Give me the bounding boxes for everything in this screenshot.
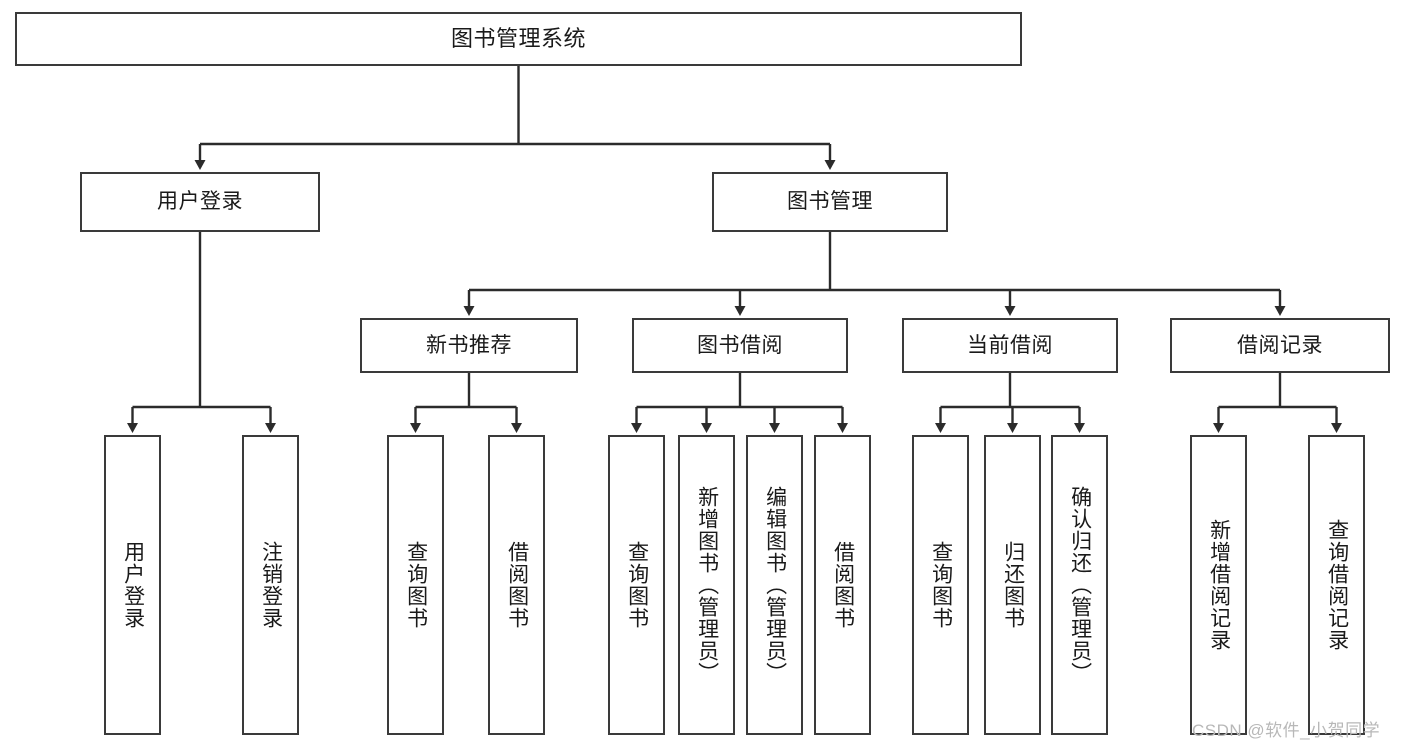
node-leaf2[interactable]: 注销登录 (242, 435, 299, 735)
node-label: 查询图书 (404, 541, 428, 629)
node-label: 编辑图书（管理员） (763, 486, 787, 684)
node-label: 借阅记录 (1237, 333, 1323, 357)
node-leaf1[interactable]: 用户登录 (104, 435, 161, 735)
node-label: 查询图书 (625, 541, 649, 629)
node-leaf7[interactable]: 编辑图书（管理员） (746, 435, 803, 735)
node-label: 查询图书 (929, 541, 953, 629)
node-label: 借阅图书 (831, 541, 855, 629)
node-label: 注销登录 (259, 541, 283, 629)
node-leaf10[interactable]: 归还图书 (984, 435, 1041, 735)
node-label: 确认归还（管理员） (1068, 486, 1092, 684)
node-leaf8[interactable]: 借阅图书 (814, 435, 871, 735)
node-label: 新增借阅记录 (1207, 519, 1231, 651)
node-label: 图书管理系统 (450, 25, 586, 51)
node-leaf12[interactable]: 新增借阅记录 (1190, 435, 1247, 735)
node-label: 新增图书（管理员） (695, 486, 719, 684)
node-label: 当前借阅 (967, 333, 1053, 357)
node-leaf13[interactable]: 查询借阅记录 (1308, 435, 1365, 735)
csdn-watermark: CSDN @软件_小贺同学 (1192, 721, 1381, 740)
node-current[interactable]: 当前借阅 (902, 318, 1118, 373)
node-leaf11[interactable]: 确认归还（管理员） (1051, 435, 1108, 735)
node-label: 新书推荐 (426, 333, 512, 357)
node-leaf5[interactable]: 查询图书 (608, 435, 665, 735)
node-label: 归还图书 (1001, 541, 1025, 629)
node-label: 用户登录 (157, 190, 243, 214)
node-login[interactable]: 用户登录 (80, 172, 320, 232)
node-leaf4[interactable]: 借阅图书 (488, 435, 545, 735)
node-records[interactable]: 借阅记录 (1170, 318, 1390, 373)
node-label: 查询借阅记录 (1325, 519, 1349, 651)
node-label: 图书管理 (787, 190, 873, 214)
node-root[interactable]: 图书管理系统 (15, 12, 1022, 66)
node-newbook[interactable]: 新书推荐 (360, 318, 578, 373)
node-label: 借阅图书 (505, 541, 529, 629)
node-label: 用户登录 (121, 541, 145, 629)
node-leaf9[interactable]: 查询图书 (912, 435, 969, 735)
node-label: 图书借阅 (697, 333, 783, 357)
node-leaf6[interactable]: 新增图书（管理员） (678, 435, 735, 735)
node-borrow[interactable]: 图书借阅 (632, 318, 848, 373)
node-bookmgmt[interactable]: 图书管理 (712, 172, 948, 232)
node-leaf3[interactable]: 查询图书 (387, 435, 444, 735)
